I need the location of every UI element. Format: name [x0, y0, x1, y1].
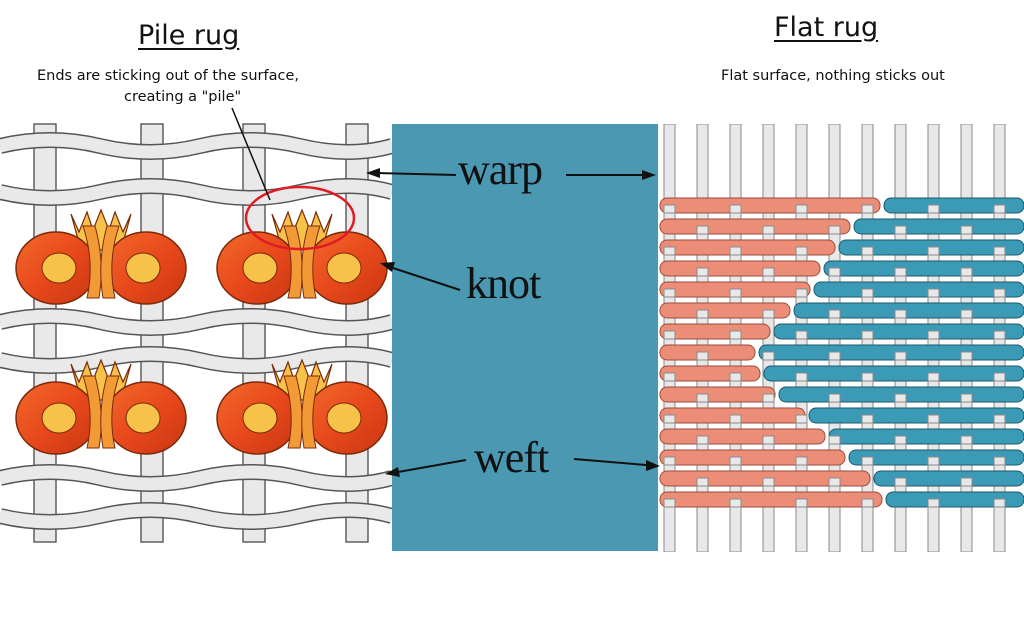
knot-bottom-left: [15, 358, 187, 455]
knot-top-right: [216, 208, 388, 305]
warp-over-stitches: [663, 204, 1006, 508]
knot-label: knot: [466, 259, 541, 308]
pile-highlight-circle: [244, 185, 356, 251]
warp-label: warp: [458, 145, 543, 194]
knot-arrow-head: [380, 262, 395, 272]
pile-rug-title: Pile rug: [138, 20, 240, 51]
knot-arrow: [392, 267, 461, 291]
warp-arrow-left-head: [366, 168, 380, 178]
center-label-panel: [392, 124, 658, 551]
warp-arrow-right-head: [642, 170, 656, 180]
flat-rug-illustration: [658, 124, 1024, 552]
weft-arrow-left: [397, 459, 467, 473]
warp-arrow-left: [377, 172, 457, 176]
flat-rug-note: Flat surface, nothing sticks out: [721, 68, 945, 84]
flat-rug-title: Flat rug: [774, 12, 879, 43]
knot-bottom-right: [216, 358, 388, 455]
weft-arrow-right: [573, 458, 647, 466]
pointer-arrows: [366, 168, 660, 477]
weft-label: weft: [474, 433, 549, 482]
pile-rug-note-line1: Ends are sticking out of the surface,: [37, 68, 299, 84]
pile-rug-note-line2: creating a "pile": [124, 89, 242, 105]
weft-arrow-right-head: [646, 460, 660, 471]
pile-rug-illustration: [0, 107, 395, 543]
weft-arrow-left-head: [385, 467, 400, 477]
weft-threads-pile: [0, 132, 395, 530]
knot-top-left: [15, 208, 187, 305]
pile-pointer-line: [231, 107, 271, 201]
weft-salmon: [659, 197, 883, 508]
